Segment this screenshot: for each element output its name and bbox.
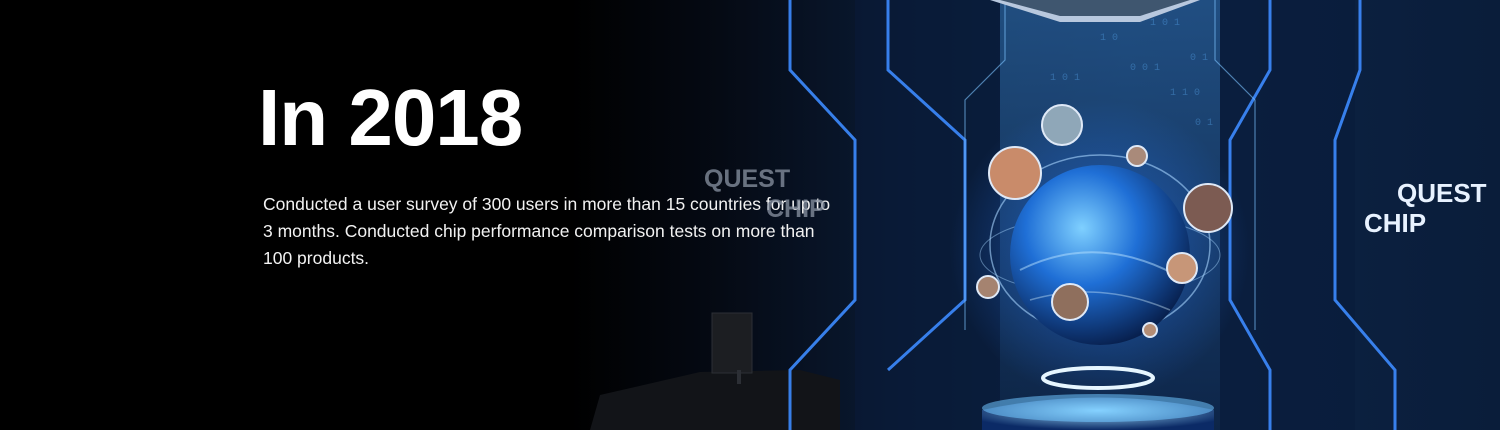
svg-text:0 1: 0 1	[1195, 118, 1213, 129]
svg-text:1 0: 1 0	[1100, 33, 1118, 44]
wall-sign-left: QUEST CHIP	[704, 164, 826, 224]
svg-text:0 1: 0 1	[1190, 53, 1208, 64]
description-text: Conducted a user survey of 300 users in …	[263, 194, 831, 268]
headline: In 2018	[258, 73, 523, 162]
svg-text:0 0 1: 0 0 1	[1130, 63, 1160, 74]
globe-sphere	[1010, 165, 1190, 345]
wall-sign-right-line2: CHIP	[1364, 208, 1427, 238]
svg-text:1 1 0: 1 1 0	[1170, 88, 1200, 99]
svg-text:1 0 1: 1 0 1	[1150, 18, 1180, 29]
wall-sign-left-line1: QUEST	[704, 165, 791, 193]
svg-text:1 0 1: 1 0 1	[1050, 73, 1080, 84]
wall-sign-right-line1: QUEST	[1397, 178, 1487, 208]
wall-sign-right: QUEST CHIP	[1364, 178, 1487, 238]
wall-sign-left-line2: CHIP	[766, 195, 826, 223]
